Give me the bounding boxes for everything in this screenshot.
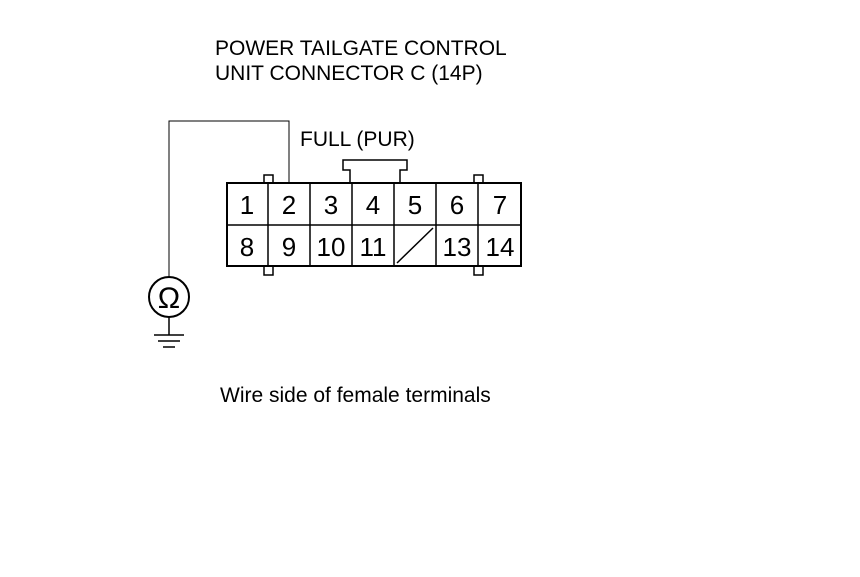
terminal-number: 4 [366, 190, 380, 220]
probe-wire [168, 120, 290, 278]
terminal-number: 3 [324, 190, 338, 220]
terminal-number: 13 [443, 232, 472, 262]
title-line-1: POWER TAILGATE CONTROL [215, 37, 507, 60]
terminal-number: 6 [450, 190, 464, 220]
terminal-number: 1 [240, 190, 254, 220]
terminal-row-2: 8 9 10 11 13 14 [240, 232, 515, 262]
terminal-number: 11 [360, 232, 387, 262]
wire-label: FULL (PUR) [300, 128, 415, 151]
caption: Wire side of female terminals [220, 384, 491, 407]
terminal-number: 9 [282, 232, 296, 262]
terminal-number: 7 [493, 190, 507, 220]
ground-icon [154, 317, 184, 348]
connector-body [226, 182, 522, 267]
terminal-number: 2 [282, 190, 296, 220]
terminal-number: 5 [408, 190, 422, 220]
title-line-2: UNIT CONNECTOR C (14P) [215, 62, 483, 85]
ohm-symbol: Ω [158, 282, 180, 315]
terminal-number: 10 [317, 232, 346, 262]
terminal-number: 8 [240, 232, 254, 262]
empty-cavity-slash [396, 227, 434, 264]
terminal-row-1: 1 2 3 4 5 6 7 [240, 190, 507, 220]
terminal-number: 14 [486, 232, 515, 262]
connector-latch [342, 159, 408, 183]
ohmmeter-icon: Ω [148, 276, 190, 318]
